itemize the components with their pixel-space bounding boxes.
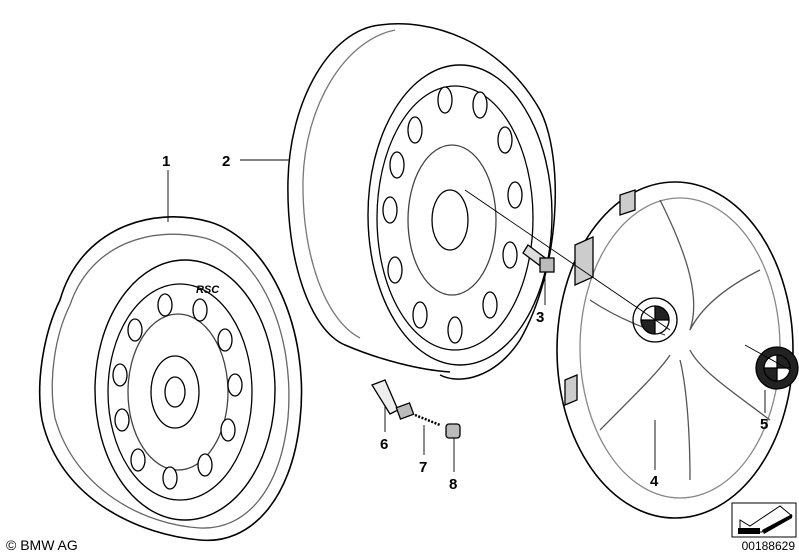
hub-cap-part-4[interactable] [556,181,794,519]
callout-6: 6 [380,436,388,453]
wheel-with-tire-part-1[interactable]: RSC [38,216,303,542]
leader-lines [167,159,791,472]
callout-1: 1 [162,153,170,170]
callout-7: 7 [419,459,427,476]
callout-3: 3 [536,309,544,326]
callout-8: 8 [449,476,457,493]
callout-4: 4 [650,473,659,490]
valve-cap-part-8[interactable] [445,423,461,439]
copyright-notice: © BMW AG [6,537,78,553]
callout-5: 5 [760,416,768,433]
orientation-arrow-icon [731,502,797,538]
emblem-part-5[interactable] [755,346,799,390]
valve-core-part-7[interactable] [414,413,441,427]
steel-rim-part-2[interactable] [287,23,556,380]
drawing-number: 00188629 [741,539,795,553]
wheel-bolt-part-3[interactable] [522,244,555,273]
tire-marking-rsc: RSC [196,284,220,296]
callout-2: 2 [222,153,230,170]
valve-part-6[interactable] [371,379,415,420]
